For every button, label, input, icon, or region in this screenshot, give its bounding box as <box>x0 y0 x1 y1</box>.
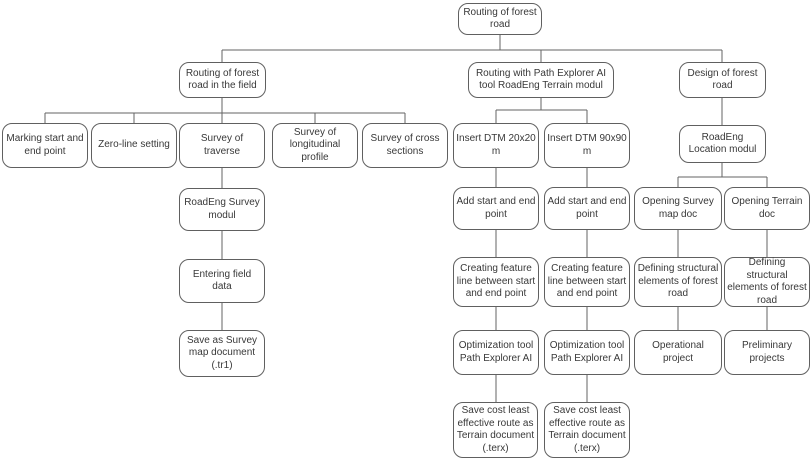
node-creating-feature-line-2: Creating feature line between start and … <box>544 257 630 307</box>
node-design-of-forest-road: Design of forest road <box>679 62 766 98</box>
node-routing-of-forest-road: Routing of forest road <box>458 3 542 35</box>
node-survey-cross-sections: Survey of cross sections <box>362 123 448 168</box>
node-creating-feature-line-1: Creating feature line between start and … <box>453 257 539 307</box>
node-save-cost-least-route-2: Save cost least effective route as Terra… <box>544 402 630 458</box>
node-save-as-survey-map-document: Save as Survey map document (.tr1) <box>179 330 265 377</box>
node-add-start-end-point-1: Add start and end point <box>453 187 539 230</box>
node-entering-field-data: Entering field data <box>179 259 265 303</box>
node-routing-in-the-field: Routing of forest road in the field <box>179 62 266 98</box>
node-roadeng-survey-modul: RoadEng Survey modul <box>179 188 265 231</box>
node-optimization-tool-path-explorer-2: Optimization tool Path Explorer AI <box>544 330 630 375</box>
node-add-start-end-point-2: Add start and end point <box>544 187 630 230</box>
node-operational-project: Operational project <box>634 330 722 375</box>
node-preliminary-projects: Preliminary projects <box>724 330 810 375</box>
node-insert-dtm-90x90: Insert DTM 90x90 m <box>544 123 630 168</box>
node-optimization-tool-path-explorer-1: Optimization tool Path Explorer AI <box>453 330 539 375</box>
node-marking-start-end-point: Marking start and end point <box>2 123 88 168</box>
node-survey-longitudinal-profile: Survey of longitudinal profile <box>272 123 358 168</box>
node-survey-of-traverse: Survey of traverse <box>179 123 265 168</box>
node-defining-structural-elements-2: Defining structural elements of forest r… <box>724 257 810 307</box>
node-defining-structural-elements-1: Defining structural elements of forest r… <box>634 257 722 307</box>
node-opening-terrain-doc: Opening Terrain doc <box>724 187 810 230</box>
node-insert-dtm-20x20: Insert DTM 20x20 m <box>453 123 539 168</box>
node-zero-line-setting: Zero-line setting <box>91 123 177 168</box>
node-routing-path-explorer-ai: Routing with Path Explorer AI tool RoadE… <box>468 62 614 98</box>
node-roadeng-location-modul: RoadEng Location modul <box>679 125 766 163</box>
node-opening-survey-map-doc: Opening Survey map doc <box>634 187 722 230</box>
node-save-cost-least-route-1: Save cost least effective route as Terra… <box>453 402 538 458</box>
